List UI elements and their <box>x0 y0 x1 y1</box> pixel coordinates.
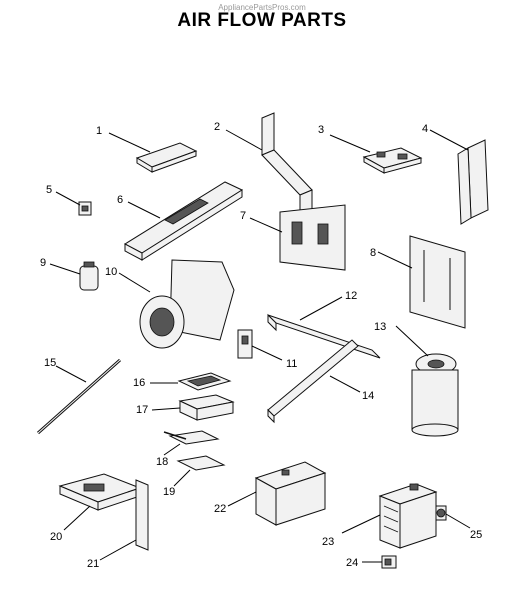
callout-13: 13 <box>374 321 386 333</box>
part-22-bracket[interactable] <box>254 461 327 526</box>
leader-11 <box>251 345 283 361</box>
callout-17: 17 <box>136 404 148 416</box>
part-10-blower-motor[interactable] <box>139 259 235 349</box>
part-18-plate[interactable] <box>163 430 220 445</box>
callout-23: 23 <box>322 536 334 548</box>
part-20-damper[interactable] <box>58 473 142 511</box>
callout-3: 3 <box>318 124 324 136</box>
part-11-switch[interactable] <box>237 329 253 359</box>
part-15-rod[interactable] <box>37 358 121 435</box>
part-13-fan-motor[interactable] <box>411 353 459 437</box>
callout-14: 14 <box>362 390 374 402</box>
leader-5 <box>55 191 81 206</box>
callout-16: 16 <box>133 377 145 389</box>
part-7-mounting-plate[interactable] <box>279 204 346 271</box>
callout-20: 20 <box>50 531 62 543</box>
leader-3 <box>329 134 371 153</box>
part-9-capacitor[interactable] <box>79 261 99 291</box>
part-1-cover[interactable] <box>135 142 198 173</box>
leader-21 <box>99 539 137 561</box>
leader-23 <box>341 514 381 534</box>
part-12-rail[interactable] <box>267 313 381 359</box>
callout-12: 12 <box>345 290 357 302</box>
leader-13 <box>395 325 429 357</box>
leader-12 <box>299 296 343 321</box>
part-19-plate[interactable] <box>176 455 226 471</box>
leader-8 <box>377 251 413 269</box>
leader-18 <box>163 443 181 456</box>
watermark: AppliancePartsPros.com <box>218 3 306 12</box>
callout-15: 15 <box>44 357 56 369</box>
leader-19 <box>173 469 191 487</box>
callout-7: 7 <box>240 210 246 222</box>
callout-1: 1 <box>96 125 102 137</box>
callout-18: 18 <box>156 456 168 468</box>
part-25-antenna[interactable] <box>435 505 447 521</box>
leader-6 <box>127 201 161 219</box>
callout-24: 24 <box>346 557 358 569</box>
leader-22 <box>227 491 257 507</box>
leader-2 <box>225 129 263 151</box>
part-24-clip[interactable] <box>381 555 397 569</box>
leader-10 <box>118 272 151 293</box>
part-17-filter[interactable] <box>178 394 235 421</box>
callout-4: 4 <box>422 123 428 135</box>
callout-21: 21 <box>87 558 99 570</box>
leader-14 <box>329 375 361 393</box>
leader-17 <box>151 407 181 411</box>
callout-9: 9 <box>40 257 46 269</box>
part-16-filter-frame[interactable] <box>177 372 232 391</box>
callout-6: 6 <box>117 194 123 206</box>
callout-22: 22 <box>214 503 226 515</box>
callout-11: 11 <box>286 358 297 370</box>
leader-20 <box>63 505 91 531</box>
part-4-side-panel[interactable] <box>457 139 489 225</box>
part-14-rail[interactable] <box>267 339 359 424</box>
leader-25 <box>445 513 471 529</box>
part-6-vent-panel[interactable] <box>123 181 244 261</box>
callout-8: 8 <box>370 247 376 259</box>
callout-2: 2 <box>214 121 220 133</box>
callout-5: 5 <box>46 184 52 196</box>
page-title: AIR FLOW PARTS <box>177 10 347 31</box>
leader-9 <box>49 263 81 275</box>
leader-1 <box>108 132 151 153</box>
callout-10: 10 <box>105 266 117 278</box>
part-8-duct-panel[interactable] <box>409 235 466 329</box>
leader-7 <box>249 217 283 233</box>
callout-25: 25 <box>470 529 482 541</box>
part-23-magnetron[interactable] <box>378 483 438 549</box>
part-2-bracket[interactable] <box>261 112 313 216</box>
callout-19: 19 <box>163 486 175 498</box>
leader-4 <box>429 129 469 151</box>
part-3-control-board[interactable] <box>362 147 423 174</box>
leader-15 <box>55 365 87 383</box>
part-5-clip[interactable] <box>78 201 92 216</box>
part-21-bracket[interactable] <box>135 479 149 551</box>
